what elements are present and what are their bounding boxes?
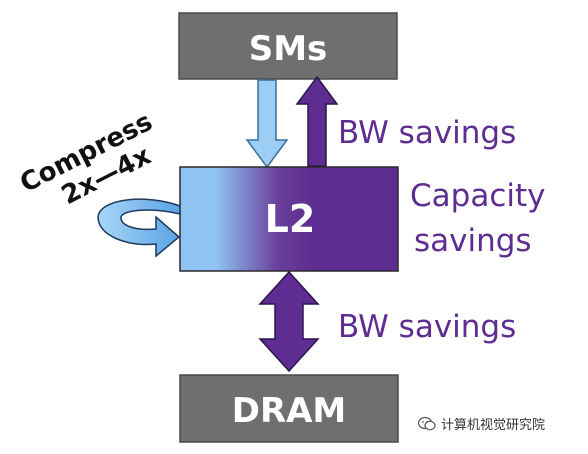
sms-label: SMs [249, 29, 328, 69]
wechat-icon [418, 416, 436, 430]
watermark: 计算机视觉研究院 [418, 414, 545, 433]
capacity-label: Capacity [410, 178, 545, 214]
dram-label: DRAM [232, 391, 347, 431]
watermark-text: 计算机视觉研究院 [441, 418, 546, 433]
dram-box: DRAM [179, 374, 399, 443]
compress-curve-arrow-icon [97, 198, 181, 258]
up-arrow-icon [295, 75, 339, 167]
bw-savings-bottom-label: BW savings [338, 309, 516, 345]
sms-box: SMs [178, 12, 398, 80]
bw-savings-top-label: BW savings [338, 115, 516, 151]
double-arrow-icon [258, 270, 320, 373]
down-arrow-icon [245, 79, 289, 169]
capacity-savings-label: savings [414, 223, 532, 259]
l2-label: L2 [265, 197, 316, 241]
l2-box: L2 [179, 166, 399, 272]
